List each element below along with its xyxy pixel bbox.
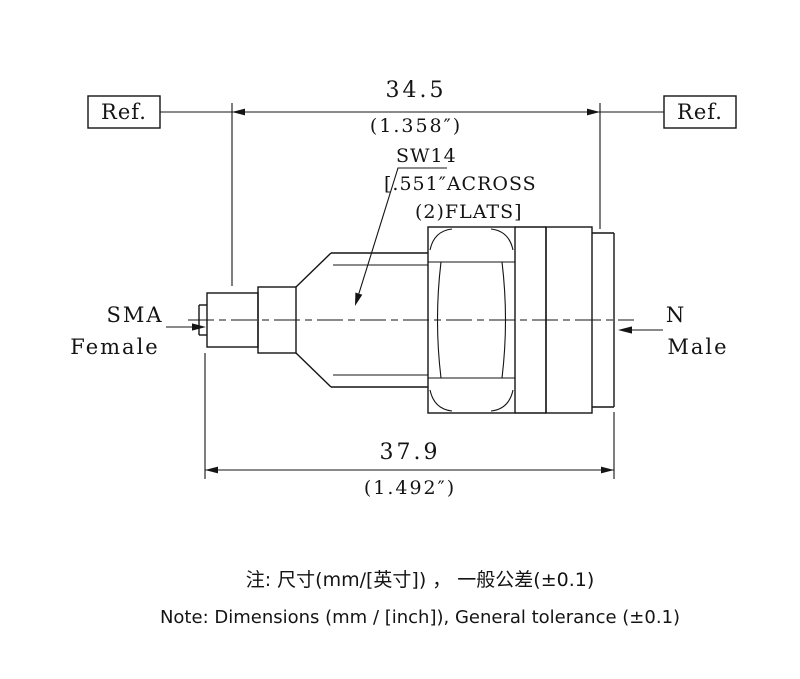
note-english: Note: Dimensions (mm / [inch]), General … xyxy=(160,607,680,628)
dim-top-arrow-left xyxy=(232,108,245,116)
n-end-section xyxy=(592,232,615,408)
sma-tip xyxy=(198,304,207,336)
collar-section xyxy=(257,286,297,354)
dim-bottom-arrow-right xyxy=(601,466,614,474)
ref-box-right: Ref. xyxy=(663,95,737,129)
taper-cone xyxy=(295,252,332,388)
adapter-body xyxy=(188,226,634,414)
ref-label-right: Ref. xyxy=(677,100,723,124)
hex-section xyxy=(427,226,516,414)
label-n-arrow xyxy=(618,326,632,334)
dim-bottom-inch: (1.492″) xyxy=(364,477,456,499)
dim-top-inch: (1.358″) xyxy=(370,115,462,137)
hex-callout-arrow xyxy=(355,292,363,306)
notes-block: 注: 尺寸(mm/[英寸]) ， 一般公差(±0.1) Note: Dimens… xyxy=(160,569,680,628)
label-n-line1: N xyxy=(666,303,686,327)
label-sma-arrow xyxy=(192,323,206,331)
dim-bottom-arrow-left xyxy=(205,466,218,474)
hex-callout-line2: [.551″ACROSS xyxy=(384,173,537,195)
body-section xyxy=(331,252,428,388)
dim-top-arrow-right xyxy=(587,108,600,116)
hex-callout-line3: (2)FLATS] xyxy=(415,201,523,223)
dimension-bottom: 37.9 (1.492″) xyxy=(204,353,615,499)
dimension-top: 34.5 (1.358″) xyxy=(160,78,664,286)
label-n-male: N Male xyxy=(618,303,728,359)
hex-callout-line1: SW14 xyxy=(396,145,457,167)
ref-box-left: Ref. xyxy=(87,95,161,129)
dim-bottom-mm: 37.9 xyxy=(380,440,441,465)
knurl-section xyxy=(545,226,593,414)
label-sma-line2: Female xyxy=(70,335,159,359)
hex-callout: SW14 [.551″ACROSS (2)FLATS] xyxy=(355,145,537,306)
note-chinese: 注: 尺寸(mm/[英寸]) ， 一般公差(±0.1) xyxy=(246,569,595,591)
ref-label-left: Ref. xyxy=(101,100,147,124)
label-sma-line1: SMA xyxy=(106,303,163,327)
label-sma-female: SMA Female xyxy=(70,303,206,359)
hex-callout-leader xyxy=(358,167,447,294)
dim-top-mm: 34.5 xyxy=(386,78,447,103)
label-n-line2: Male xyxy=(667,335,728,359)
